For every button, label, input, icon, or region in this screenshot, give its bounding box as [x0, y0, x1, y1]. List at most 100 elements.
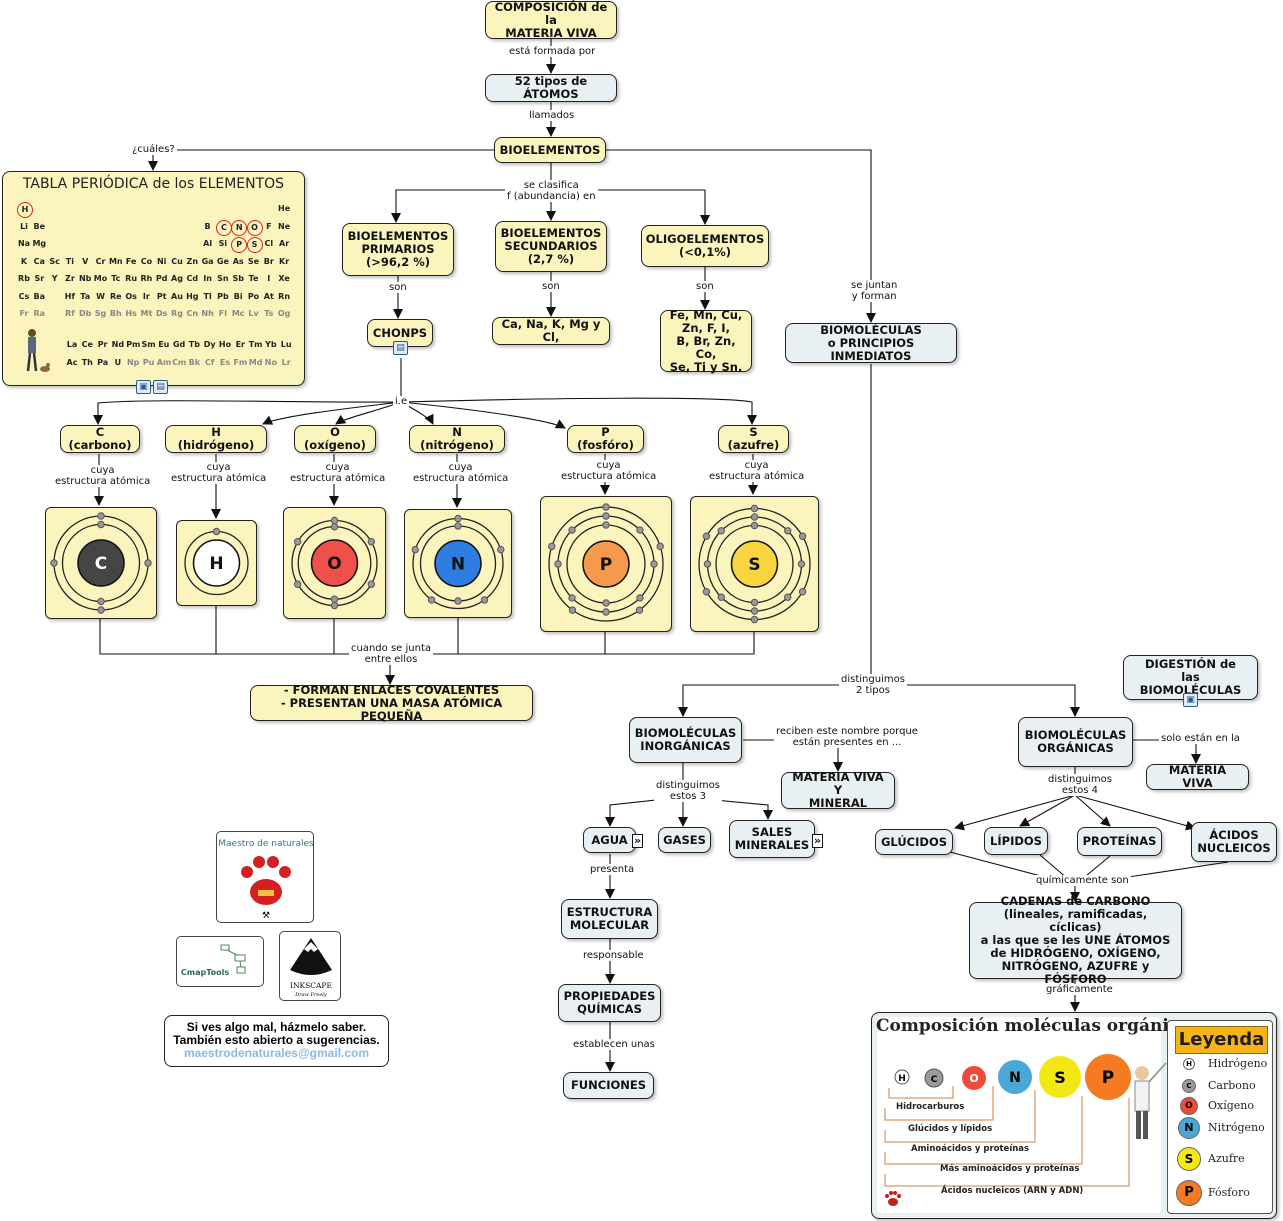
element-cell: Pa	[97, 357, 109, 367]
node-agua[interactable]: AGUA	[583, 827, 636, 853]
element-cell: Rn	[278, 291, 291, 301]
attachment-image-icon[interactable]: ▣	[1183, 693, 1198, 707]
node-digestion[interactable]: DIGESTIÓN de las BIOMOLÉCULAS	[1123, 655, 1258, 700]
electron	[602, 608, 610, 616]
node-hidrogeno[interactable]: H (hidrógeno)	[165, 425, 267, 453]
element-cell: O	[246, 219, 263, 236]
atom-symbol: O	[327, 554, 341, 574]
element-cell: Es	[219, 357, 231, 367]
element-cell: Gd	[172, 340, 186, 349]
electron	[330, 601, 339, 610]
element-cell: Al	[203, 239, 213, 248]
link-label-cuya-c: cuya estructura atómica	[53, 465, 153, 487]
legend-label: Oxígeno	[1208, 1099, 1254, 1112]
node-sales[interactable]: SALES MINERALES	[729, 820, 815, 858]
node-mv-mineral[interactable]: MATERIA VIVA Y MINERAL	[781, 771, 895, 810]
attachment-document-icon[interactable]: ▤	[393, 341, 408, 355]
node-covalentes[interactable]: - FORMAN ENLACES COVALENTES - PRESENTAN …	[250, 683, 533, 722]
node-lipidos[interactable]: LÍPIDOS	[984, 827, 1048, 855]
node-composicion[interactable]: COMPOSICIÓN de la MATERIA VIVA	[485, 0, 617, 39]
legend-label: Fósforo	[1208, 1186, 1250, 1199]
maestro-logo[interactable]: Maestro de naturales ⚒	[216, 831, 314, 923]
node-materia-viva[interactable]: MATERIA VIVA	[1146, 764, 1249, 790]
element-cell: Pm	[126, 340, 141, 349]
element-cell: Er	[235, 340, 245, 349]
node-nitrogeno[interactable]: N (nitrógeno)	[409, 425, 505, 453]
node-gases[interactable]: GASES	[658, 827, 711, 853]
node-atomos[interactable]: 52 tipos de ÁTOMOS	[485, 74, 617, 102]
electron	[750, 615, 759, 624]
atom-nucleus	[434, 539, 482, 588]
element-cell: Sn	[217, 274, 229, 283]
node-estructura[interactable]: ESTRUCTURA MOLECULAR	[561, 899, 658, 939]
node-secundarios-list[interactable]: Ca, Na, K, Mg y Cl,	[492, 317, 610, 345]
element-cell: Au	[171, 291, 183, 301]
element-cell: Am	[156, 357, 172, 367]
node-carbono[interactable]: C (carbono)	[60, 425, 140, 453]
atom-drawing: C	[50, 512, 152, 614]
link-label-ie: i.e	[393, 396, 410, 407]
atom-drawing: H	[184, 527, 249, 596]
legend-label: Nitrógeno	[1208, 1121, 1265, 1134]
element-cell: Ge	[216, 256, 229, 266]
node-inorganicas[interactable]: BIOMOLÉCULAS INORGÁNICAS	[629, 717, 742, 763]
link-label-formada: está formada por	[507, 46, 598, 57]
electron	[750, 504, 759, 513]
node-azufre[interactable]: S (azufre)	[718, 425, 789, 453]
element-cell: Bi	[233, 291, 243, 301]
cmaptools-logo[interactable]: CmapTools	[176, 936, 264, 987]
node-oxigeno[interactable]: O (oxígeno)	[294, 425, 376, 453]
node-secundarios[interactable]: BIOELEMENTOS SECUNDARIOS (2,7 %)	[495, 221, 607, 272]
periodic-image-icon[interactable]: ▣	[136, 380, 151, 394]
expand-sales-icon[interactable]: »	[812, 834, 824, 848]
link-label-graficamente: gráficamente	[1044, 984, 1115, 995]
atom-drawing: O	[291, 516, 378, 610]
element-cell: N	[231, 219, 248, 236]
node-proteinas[interactable]: PROTEÍNAS	[1077, 827, 1162, 856]
element-cell: P	[231, 237, 248, 253]
element-cell: S	[246, 237, 263, 253]
element-cell: I	[267, 274, 271, 283]
periodic-document-icon[interactable]: ▤	[153, 380, 168, 394]
element-cell: Rf	[65, 309, 75, 318]
node-organicas[interactable]: BIOMOLÉCULAS ORGÁNICAS	[1018, 717, 1133, 767]
element-cell: Tm	[248, 340, 263, 349]
element-cell: H	[17, 202, 33, 218]
element-cell: Ni	[156, 256, 167, 266]
notice-email-link[interactable]: maestrodenaturales@gmail.com	[183, 1046, 370, 1060]
legend-atom-icon: H	[1183, 1058, 1195, 1070]
node-oligoelementos[interactable]: OLIGOELEMENTOS (<0,1%)	[641, 225, 769, 267]
expand-agua-icon[interactable]: »	[632, 834, 644, 848]
node-bioelementos[interactable]: BIOELEMENTOS	[494, 137, 606, 163]
electron	[367, 580, 376, 588]
svg-text:S: S	[1054, 1068, 1066, 1087]
node-cadenas[interactable]: CADENAS de CARBONO (lineales, ramificada…	[969, 895, 1182, 986]
element-cell: Bh	[109, 309, 122, 318]
node-funciones[interactable]: FUNCIONES	[563, 1072, 654, 1099]
node-fosforo[interactable]: P (fosfóro)	[567, 425, 644, 453]
element-cell: Co	[140, 256, 153, 266]
element-cell: Mo	[93, 274, 108, 283]
element-cell: La	[66, 340, 78, 349]
electron	[650, 560, 658, 568]
node-biomoleculas[interactable]: BIOMOLÉCULAS o PRINCIPIOS INMEDIATOS	[785, 323, 957, 363]
node-acidos[interactable]: ÁCIDOS NUCLEICOS	[1191, 822, 1277, 862]
atom-symbol: H	[209, 554, 223, 574]
inkscape-logo[interactable]: INKSCAPE Draw Freely	[279, 931, 341, 1001]
link-label-clasifica: se clasifica f (abundancia) en	[505, 180, 598, 202]
element-cell: V	[82, 256, 89, 266]
link-label-solo: solo están en la	[1159, 733, 1242, 744]
legend-label: Hidrógeno	[1208, 1057, 1268, 1070]
node-oligo-list[interactable]: Fe, Mn, Cu, Zn, F, I, B, Br, Zn, Co, Se,…	[660, 308, 752, 373]
node-primarios[interactable]: BIOELEMENTOS PRIMARIOS (>96,2 %)	[342, 223, 454, 276]
electron	[635, 606, 644, 614]
node-propiedades[interactable]: PROPIEDADES QUÍMICAS	[558, 984, 661, 1022]
electron	[212, 527, 221, 536]
electron	[427, 596, 436, 604]
element-cell: Re	[110, 291, 122, 301]
element-cell: Ru	[125, 274, 138, 283]
electron	[454, 514, 462, 523]
element-cell: Og	[277, 309, 291, 318]
node-glucidos[interactable]: GLÚCIDOS	[875, 829, 953, 855]
